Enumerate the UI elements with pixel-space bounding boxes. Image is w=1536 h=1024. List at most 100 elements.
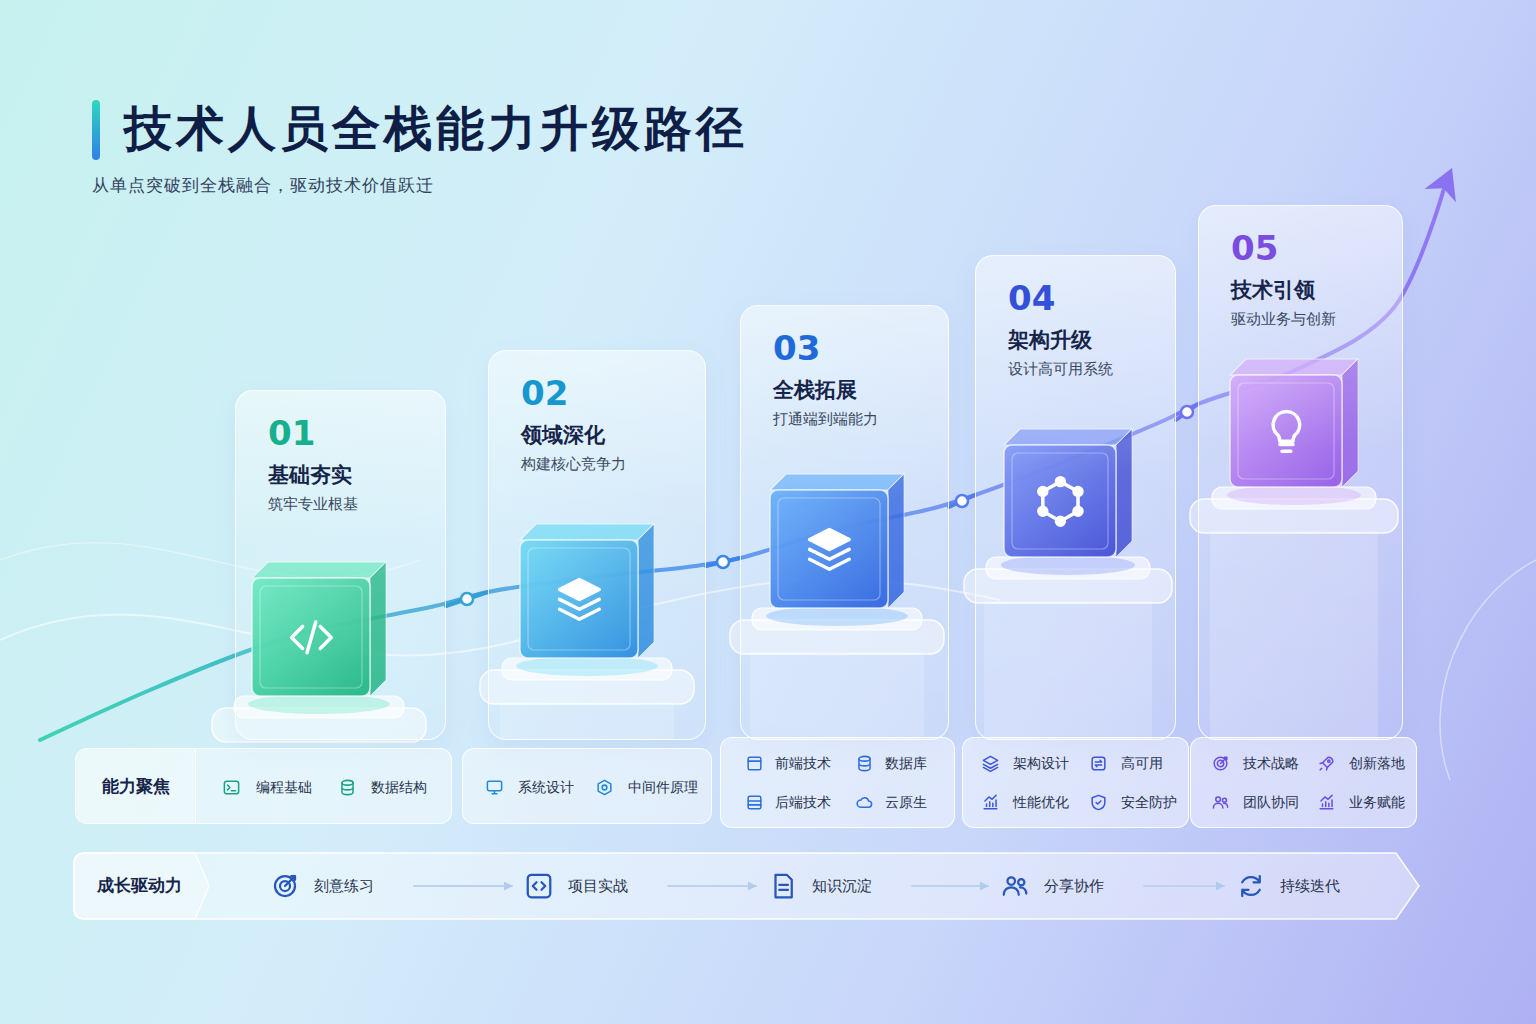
ability-box: 能力聚焦 编程基础 数据结构 xyxy=(75,748,452,824)
driver-label: 分享协作 xyxy=(1044,876,1104,896)
ability-item: 系统设计 xyxy=(518,777,574,797)
ability-item: 业务赋能 xyxy=(1349,792,1405,812)
icon-stroke xyxy=(748,757,761,770)
icon-stroke xyxy=(342,782,353,794)
terminal-icon xyxy=(224,781,238,794)
ability-item: 云原生 xyxy=(885,792,927,812)
icon-stroke xyxy=(748,796,761,809)
ability-item: 数据库 xyxy=(885,753,927,773)
window-icon xyxy=(748,757,761,770)
driver-label: 知识沉淀 xyxy=(812,876,872,896)
item-icon xyxy=(855,793,874,812)
icon-stroke xyxy=(1320,795,1333,808)
layers-icon xyxy=(983,756,997,771)
icon-stroke xyxy=(602,785,607,790)
icon-stroke xyxy=(1004,887,1019,895)
stage-number: 01 xyxy=(268,413,445,453)
icon-stroke xyxy=(859,758,870,770)
stage-subtitle: 驱动业务与创新 xyxy=(1231,308,1402,330)
rocket-icon xyxy=(1320,757,1333,770)
icon-stroke xyxy=(857,797,871,807)
stage-title: 技术引领 xyxy=(1231,276,1402,304)
people-icon xyxy=(1213,796,1227,807)
icon-stroke xyxy=(224,781,238,794)
item-icon xyxy=(485,778,504,797)
ability-item: 后端技术 xyxy=(775,792,831,812)
icon-stroke xyxy=(487,781,501,791)
item-icon xyxy=(338,778,357,797)
ability-item: 编程基础 xyxy=(256,777,312,797)
icon-stroke xyxy=(1092,795,1105,809)
stage-card: 05技术引领驱动业务与创新 xyxy=(1198,205,1403,740)
icon-stroke xyxy=(1018,879,1024,885)
icon-stroke xyxy=(1095,760,1101,766)
row-label: 成长驱动力 xyxy=(97,875,182,895)
icon-stroke xyxy=(1224,803,1228,807)
ability-box: 架构设计高可用性能优化安全防护 xyxy=(962,737,1189,828)
driver-icon xyxy=(524,871,554,901)
item-icon xyxy=(855,754,874,773)
ability-item: 安全防护 xyxy=(1121,792,1177,812)
title-bar xyxy=(92,100,100,160)
stage-number: 03 xyxy=(773,328,948,368)
monitor-icon xyxy=(487,781,501,794)
db-icon xyxy=(859,756,870,770)
ability-item: 创新落地 xyxy=(1349,753,1405,773)
icon-stroke xyxy=(1328,759,1330,761)
item-icon xyxy=(745,754,764,773)
db-icon xyxy=(342,780,353,794)
ability-item: 高可用 xyxy=(1121,753,1163,773)
row-label: 能力聚焦 xyxy=(102,776,170,796)
icon-stroke xyxy=(859,756,870,761)
item-icon xyxy=(1211,754,1230,773)
stage-card: 02领域深化构建核心竞争力 xyxy=(488,350,706,740)
driver-icon xyxy=(270,871,300,901)
icon-stroke xyxy=(533,882,546,890)
item-icon xyxy=(1317,754,1336,773)
icon-stroke xyxy=(342,780,353,785)
icon-stroke xyxy=(1216,796,1221,801)
title: 技术人员全栈能力升级路径 xyxy=(124,96,748,160)
ability-item: 架构设计 xyxy=(1013,753,1069,773)
stage-subtitle: 设计高可用系统 xyxy=(1008,358,1175,380)
driver-icon xyxy=(768,871,798,901)
growth-connector xyxy=(949,495,975,507)
ability-item: 数据结构 xyxy=(371,777,427,797)
cloud-icon xyxy=(857,797,871,807)
item-icon xyxy=(1089,754,1108,773)
ability-box: 前端技术数据库后端技术云原生 xyxy=(720,737,955,828)
icon-stroke xyxy=(748,760,761,762)
icon-stroke xyxy=(1092,757,1105,770)
icon-stroke xyxy=(492,790,497,793)
ability-item: 技术战略 xyxy=(1243,753,1299,773)
growth-connector xyxy=(1176,404,1198,420)
driver-label: 刻意练习 xyxy=(314,876,374,896)
item-icon xyxy=(745,793,764,812)
driver-item: 持续迭代 xyxy=(1228,866,1380,906)
icon-stroke xyxy=(1008,877,1016,885)
icon-stroke xyxy=(1213,803,1223,808)
ability-box: 系统设计中间件原理 xyxy=(462,748,712,824)
curve-dot xyxy=(717,556,729,568)
decor-wave xyxy=(1440,560,1536,780)
stage-card: 01基础夯实筑牢专业根基 xyxy=(235,390,446,740)
target-icon xyxy=(1214,757,1227,770)
icon-stroke xyxy=(984,795,997,808)
growth-connector xyxy=(446,592,488,606)
stage-number: 04 xyxy=(1008,278,1175,318)
driver-item: 知识沉淀 xyxy=(760,866,912,906)
icon-stroke xyxy=(598,780,611,794)
growth-curve xyxy=(40,185,1445,740)
item-icon xyxy=(222,778,241,797)
icon-stroke xyxy=(748,800,761,804)
stage-number: 02 xyxy=(521,373,705,413)
driver-item: 项目实战 xyxy=(516,866,668,906)
growth-band: 成长驱动力 刻意练习 项目实战 知识沉淀 分享协作 持续迭代 xyxy=(73,852,1420,920)
item-icon xyxy=(595,778,614,797)
stage-card: 03全栈拓展打通端到端能力 xyxy=(740,305,949,740)
icon-stroke xyxy=(275,876,295,896)
curve-dot xyxy=(956,495,968,507)
chart-icon xyxy=(984,795,997,808)
stage-subtitle: 打通端到端能力 xyxy=(773,408,948,430)
icon-stroke xyxy=(1320,757,1333,770)
